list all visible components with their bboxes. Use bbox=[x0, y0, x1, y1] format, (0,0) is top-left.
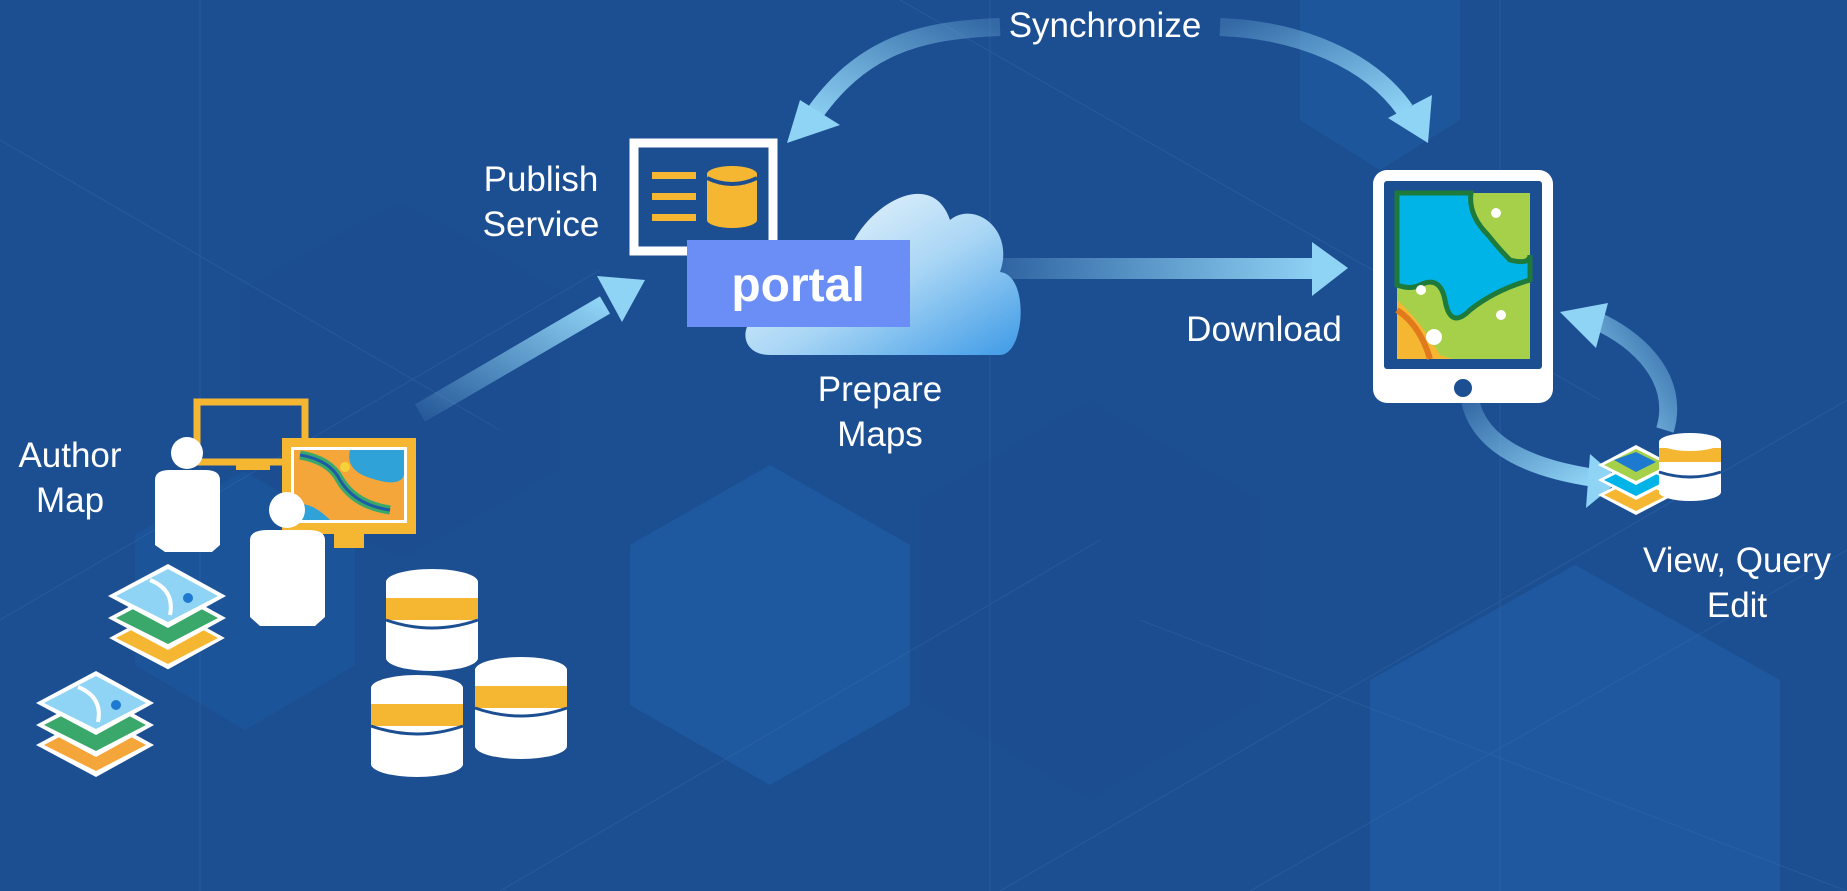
view-query-label-line1: View, Query bbox=[1643, 541, 1832, 580]
arrow-synchronize-right bbox=[1219, 18, 1432, 143]
database-icon-bottom-right bbox=[474, 657, 568, 759]
user-icon-front bbox=[250, 492, 325, 626]
prepare-label-line2: Maps bbox=[837, 415, 923, 454]
layer-stack-icon-upper bbox=[106, 564, 228, 671]
arrow-layers-to-tablet bbox=[1560, 303, 1678, 433]
database-icon bbox=[1658, 433, 1722, 501]
database-icon-top bbox=[385, 569, 479, 671]
portal-label-box bbox=[687, 240, 910, 327]
arrow-synchronize-left bbox=[787, 18, 1001, 143]
tablet-map-icon bbox=[1373, 170, 1553, 403]
publish-label-line1: Publish bbox=[484, 160, 599, 199]
layer-stack-icon-lower bbox=[36, 671, 154, 777]
prepare-label-line1: Prepare bbox=[818, 370, 943, 409]
synchronize-label: Synchronize bbox=[1009, 6, 1202, 45]
layer-stack-icon bbox=[1598, 445, 1674, 515]
publish-service-icon bbox=[629, 138, 778, 256]
monitor-map-icon bbox=[193, 398, 416, 548]
view-query-label-line2: Edit bbox=[1707, 586, 1768, 625]
database-icon-bottom-left bbox=[370, 675, 464, 777]
author-label-line2: Map bbox=[36, 481, 104, 520]
user-icon-back bbox=[155, 437, 220, 552]
publish-label-line2: Service bbox=[483, 205, 600, 244]
author-label-line1: Author bbox=[18, 436, 121, 475]
portal-label: portal bbox=[731, 259, 864, 312]
arrow-author-to-publish bbox=[414, 276, 645, 422]
download-label: Download bbox=[1186, 310, 1342, 349]
arrow-download bbox=[995, 242, 1348, 296]
